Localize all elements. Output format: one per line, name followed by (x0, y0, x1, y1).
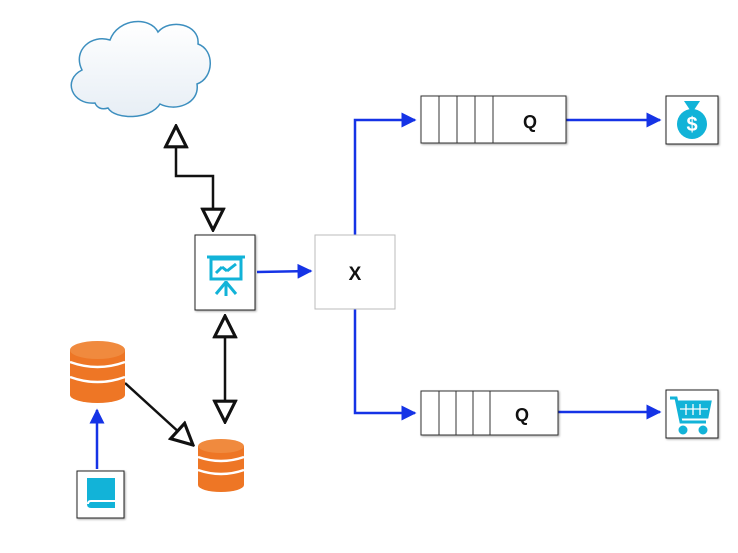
presentation-node[interactable] (194, 234, 256, 311)
queue-top[interactable]: Q (420, 95, 567, 144)
queue-bottom[interactable]: Q (420, 390, 559, 436)
database-icon (197, 439, 245, 492)
book-node[interactable] (76, 470, 125, 519)
presentation-board-icon (207, 255, 245, 296)
database-small[interactable] (197, 439, 245, 492)
book-icon (87, 478, 115, 508)
presentation-to-exchange-arrow (256, 263, 313, 279)
money-bag-icon: $ (677, 101, 707, 139)
money-bag-node[interactable]: $ (665, 95, 719, 145)
cloud-presentation-link (176, 126, 213, 230)
cloud-icon (70, 20, 211, 118)
exchange-to-top-queue-arrow (353, 112, 417, 235)
database-icon (69, 341, 126, 403)
exchange-to-bottom-queue-arrow (353, 309, 417, 421)
db-to-db-link (124, 382, 193, 445)
exchange-label: X (349, 264, 362, 285)
exchange-node[interactable]: X (314, 234, 396, 310)
svg-text:$: $ (686, 114, 697, 136)
queue-bottom-label: Q (515, 405, 529, 425)
queue-top-label: Q (523, 112, 537, 132)
shopping-cart-node[interactable] (665, 389, 719, 439)
database-large[interactable] (69, 341, 126, 403)
